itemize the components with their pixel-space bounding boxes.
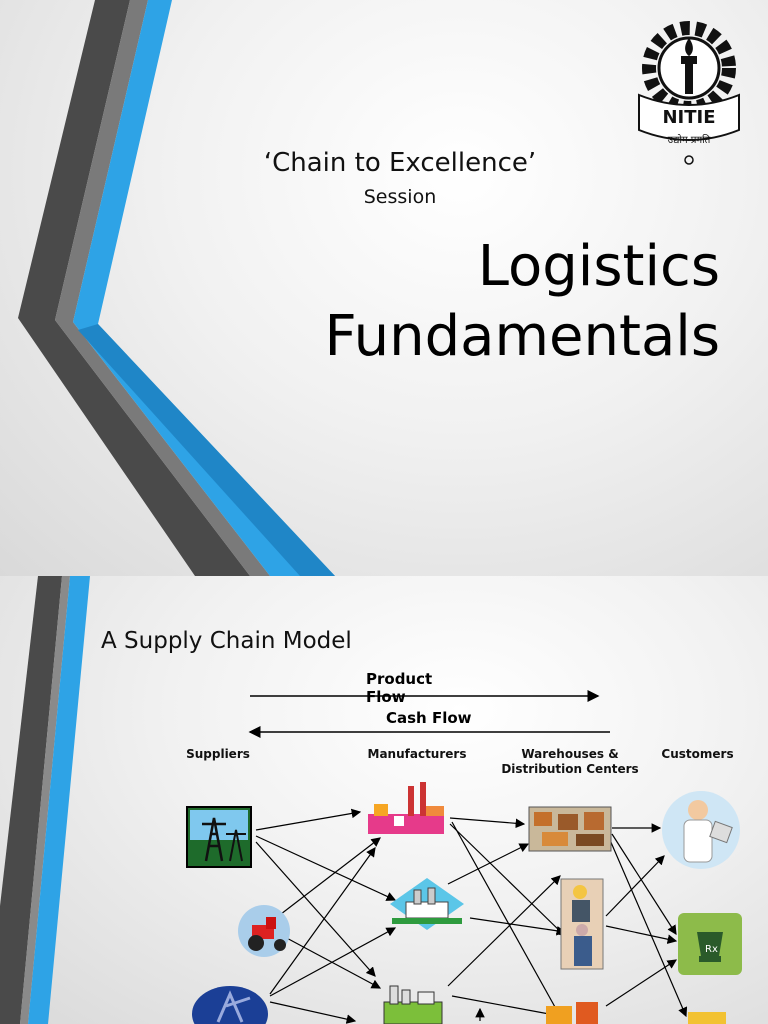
- tractor-icon: [238, 905, 290, 957]
- nitie-logo: NITIE उद्योग प्रगति: [638, 21, 740, 165]
- connection-lines: [255, 808, 688, 1024]
- forklift-icon: [546, 1002, 598, 1024]
- store-icon: [688, 1012, 726, 1024]
- title-line-1: Logistics: [477, 234, 720, 299]
- manufacturers-label: Manufacturers: [367, 747, 467, 761]
- session-label: Session: [363, 186, 437, 208]
- product-flow-label: Product Flow: [366, 670, 433, 706]
- band-decoration: [0, 576, 90, 1024]
- slide-title: Logistics Fundamentals: [325, 232, 721, 372]
- warehouse-interior-icon: [528, 806, 612, 852]
- workers-icon: [560, 878, 604, 970]
- power-tower-icon: [186, 806, 252, 868]
- suppliers-label: Suppliers: [186, 747, 250, 761]
- oil-pump-icon: [192, 986, 268, 1024]
- doctor-icon: [662, 791, 740, 869]
- logo-text: NITIE: [662, 107, 715, 128]
- warehouses-label-line1: Warehouses &: [521, 747, 619, 761]
- title-slide: ‘Chain to Excellence’ Session Logistics …: [0, 0, 768, 576]
- chevron-decoration: [18, 0, 335, 576]
- title-line-2: Fundamentals: [324, 304, 721, 369]
- torch-gear-icon: [642, 21, 736, 115]
- cash-flow-label: Cash Flow: [386, 709, 472, 727]
- factory-icon: [368, 782, 444, 834]
- svg-text:Rx: Rx: [705, 944, 718, 955]
- session-subtitle: ‘Chain to Excellence’: [263, 148, 537, 178]
- logo-tagline: उद्योग प्रगति: [668, 134, 711, 146]
- pharmacy-icon: Rx: [678, 913, 742, 975]
- warehouses-label-line2: Distribution Centers: [501, 762, 639, 776]
- supply-chain-slide: [0, 576, 768, 1024]
- slide-heading: A Supply Chain Model: [101, 628, 352, 654]
- warehouses-label: Warehouses & Distribution Centers: [490, 747, 650, 777]
- plant-icon: [383, 985, 443, 1024]
- refinery-icon: [390, 878, 464, 930]
- customers-label: Customers: [661, 747, 734, 761]
